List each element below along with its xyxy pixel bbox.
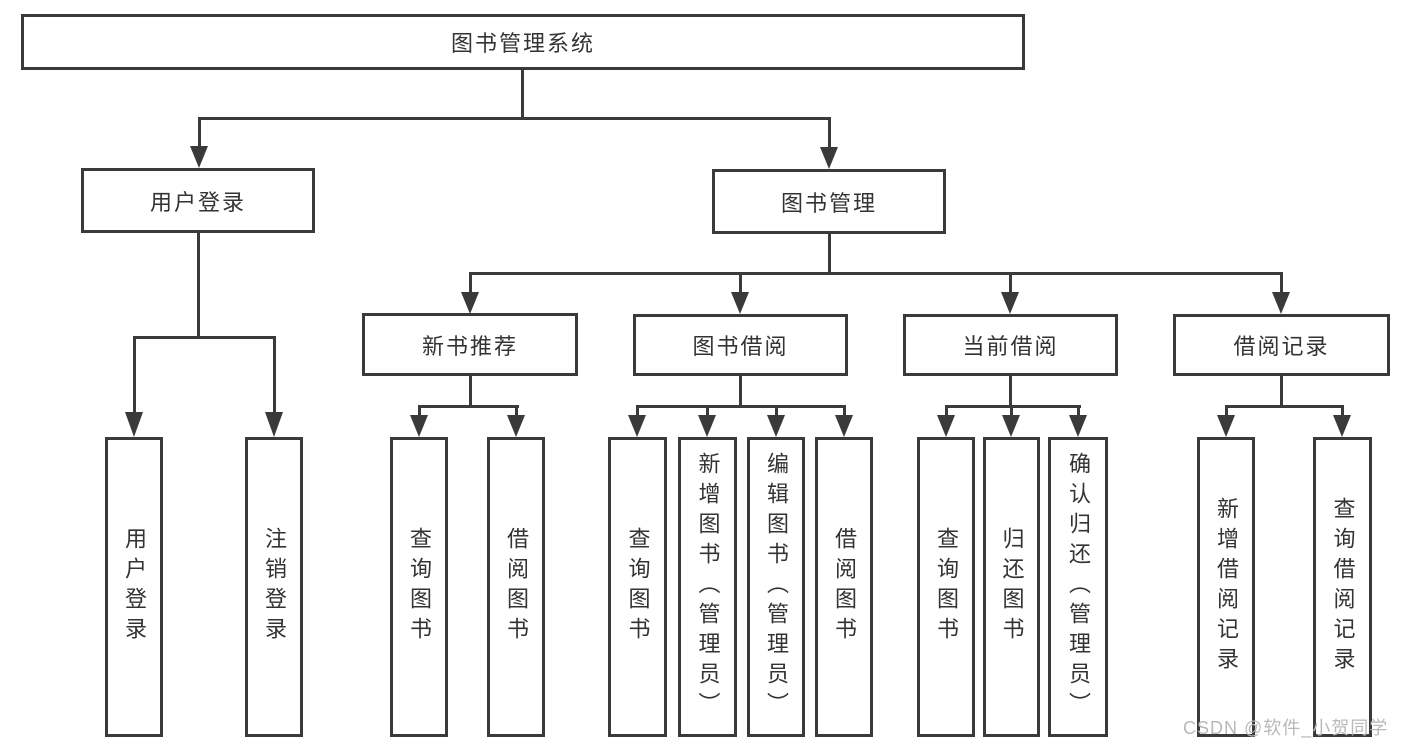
leaf-return-book: 归还图书 xyxy=(983,437,1040,737)
connector-line xyxy=(198,117,831,120)
leaf-user-login-label: 用户登录 xyxy=(122,527,147,647)
leaf-borrow-books-recommend-label: 借阅图书 xyxy=(504,527,529,647)
connector-line xyxy=(1009,376,1012,408)
connector-line xyxy=(418,405,519,408)
leaf-add-borrow-record-label: 新增借阅记录 xyxy=(1214,497,1239,677)
leaf-query-books-current-label: 查询图书 xyxy=(934,527,959,647)
leaf-query-books-current: 查询图书 xyxy=(917,437,975,737)
arrow-down-icon xyxy=(410,415,428,437)
connector-line xyxy=(521,69,524,118)
connector-line xyxy=(198,117,201,147)
connector-line xyxy=(1077,405,1080,416)
leaf-edit-book-admin-label: 编辑图书（管理员） xyxy=(764,452,789,722)
arrow-down-icon xyxy=(835,415,853,437)
connector-line xyxy=(273,336,276,413)
connector-line xyxy=(133,336,276,339)
connector-line xyxy=(775,405,778,416)
arrow-down-icon xyxy=(190,146,208,168)
leaf-query-books-borrow: 查询图书 xyxy=(608,437,667,737)
leaf-borrow-books-recommend: 借阅图书 xyxy=(487,437,545,737)
node-book-borrow: 图书借阅 xyxy=(633,314,848,376)
connector-line xyxy=(739,272,742,293)
connector-line xyxy=(636,405,846,408)
arrow-down-icon xyxy=(1002,415,1020,437)
node-borrow-records: 借阅记录 xyxy=(1173,314,1390,376)
arrow-down-icon xyxy=(628,415,646,437)
leaf-borrow-books: 借阅图书 xyxy=(815,437,873,737)
arrow-down-icon xyxy=(265,412,283,437)
connector-line xyxy=(515,405,518,416)
leaf-query-borrow-record-label: 查询借阅记录 xyxy=(1330,497,1356,677)
arrow-down-icon xyxy=(820,147,838,169)
connector-line xyxy=(197,233,200,339)
arrow-down-icon xyxy=(461,292,479,314)
connector-line xyxy=(1341,405,1344,416)
leaf-add-book-admin: 新增图书（管理员） xyxy=(678,437,737,737)
connector-line xyxy=(945,405,1081,408)
connector-line xyxy=(469,272,472,293)
node-library-system-label: 图书管理系统 xyxy=(450,31,595,56)
leaf-logout-label: 注销登录 xyxy=(262,527,287,647)
node-new-book-recommend-label: 新书推荐 xyxy=(421,333,518,359)
connector-line xyxy=(945,405,948,416)
leaf-query-borrow-record: 查询借阅记录 xyxy=(1313,437,1372,737)
connector-line xyxy=(1009,272,1012,293)
connector-line xyxy=(739,376,742,408)
node-borrow-records-label: 借阅记录 xyxy=(1233,334,1330,359)
connector-line xyxy=(469,376,472,408)
leaf-query-books-recommend-label: 查询图书 xyxy=(407,527,432,647)
connector-line xyxy=(1010,405,1013,416)
connector-line xyxy=(828,117,831,148)
node-user-login-label: 用户登录 xyxy=(149,189,246,215)
csdn-watermark: CSDN @软件_小贺同学 xyxy=(1183,718,1389,738)
leaf-return-book-label: 归还图书 xyxy=(999,527,1025,647)
arrow-down-icon xyxy=(507,415,525,437)
leaf-edit-book-admin: 编辑图书（管理员） xyxy=(747,437,805,737)
node-current-borrow-label: 当前借阅 xyxy=(962,334,1059,359)
connector-line xyxy=(1225,405,1344,408)
connector-line xyxy=(133,336,136,413)
node-book-management: 图书管理 xyxy=(712,169,946,234)
leaf-confirm-return-admin: 确认归还（管理员） xyxy=(1048,437,1108,737)
node-current-borrow: 当前借阅 xyxy=(903,314,1118,376)
leaf-logout: 注销登录 xyxy=(245,437,303,737)
leaf-user-login: 用户登录 xyxy=(105,437,163,737)
arrow-down-icon xyxy=(731,292,749,314)
node-book-borrow-label: 图书借阅 xyxy=(692,334,789,359)
arrow-down-icon xyxy=(1001,292,1019,314)
connector-line xyxy=(469,272,1283,275)
connector-line xyxy=(828,234,831,275)
leaf-borrow-books-label: 借阅图书 xyxy=(832,527,857,647)
connector-line xyxy=(636,405,639,416)
arrow-down-icon xyxy=(1217,415,1235,437)
arrow-down-icon xyxy=(125,412,143,437)
connector-line xyxy=(1225,405,1228,416)
leaf-query-books-recommend: 查询图书 xyxy=(390,437,448,737)
connector-line xyxy=(843,405,846,416)
node-user-login: 用户登录 xyxy=(81,168,315,233)
leaf-add-borrow-record: 新增借阅记录 xyxy=(1197,437,1255,737)
leaf-query-books-borrow-label: 查询图书 xyxy=(625,527,651,647)
leaf-confirm-return-admin-label: 确认归还（管理员） xyxy=(1066,452,1091,722)
arrow-down-icon xyxy=(1333,415,1351,437)
arrow-down-icon xyxy=(937,415,955,437)
node-new-book-recommend: 新书推荐 xyxy=(362,313,578,376)
arrow-down-icon xyxy=(767,415,785,437)
arrow-down-icon xyxy=(698,415,716,437)
node-library-system: 图书管理系统 xyxy=(21,14,1025,70)
arrow-down-icon xyxy=(1272,292,1290,314)
connector-line xyxy=(706,405,709,416)
connector-line xyxy=(1280,272,1283,293)
connector-line xyxy=(1280,376,1283,408)
leaf-add-book-admin-label: 新增图书（管理员） xyxy=(695,452,721,722)
connector-line xyxy=(418,405,421,416)
arrow-down-icon xyxy=(1069,415,1087,437)
node-book-management-label: 图书管理 xyxy=(780,190,877,216)
